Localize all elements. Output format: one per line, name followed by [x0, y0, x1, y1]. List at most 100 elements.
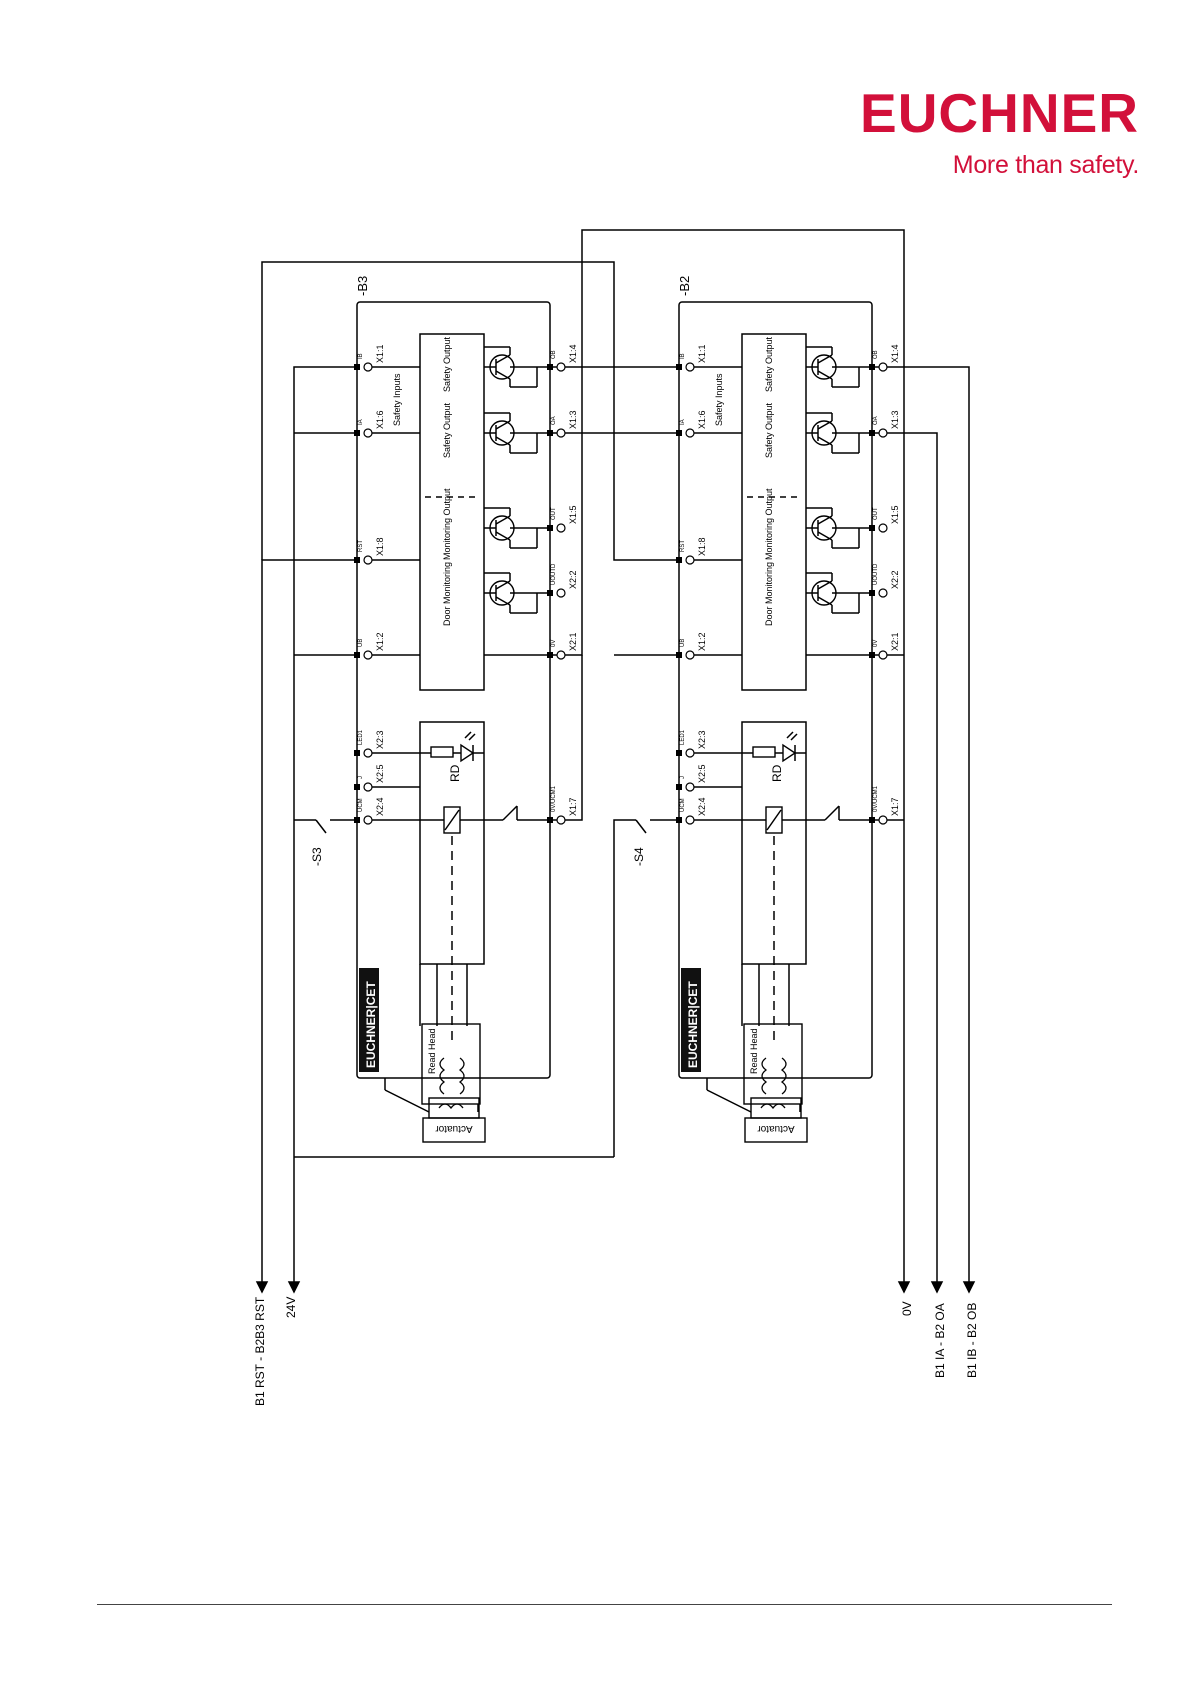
- read-head-coil: [780, 1057, 787, 1095]
- pin-terminal: [354, 750, 360, 756]
- read-head-box: [743, 1023, 803, 1105]
- pin-label: OUT: [551, 507, 557, 520]
- pin-label: 0V/UCM1: [551, 785, 557, 812]
- logic-block: [419, 333, 485, 691]
- safety-output-label: Safety Output: [764, 336, 774, 392]
- pin-terminal: [869, 652, 875, 658]
- pin-terminal: [676, 817, 682, 823]
- pin-terminal: [354, 364, 360, 370]
- footer-rule: [97, 1604, 1112, 1605]
- read-head-coil: [439, 1057, 446, 1095]
- wire-segment: [817, 354, 833, 364]
- pin-circle: [878, 650, 888, 660]
- device-id: -B3: [355, 276, 370, 296]
- pin-terminal: [354, 817, 360, 823]
- actuator-box: [422, 1117, 486, 1143]
- actuator-label: Actuator: [757, 1123, 795, 1134]
- terminal-label: X1:7: [568, 797, 578, 816]
- wire-segment: [468, 733, 476, 741]
- terminal-label: X1:7: [890, 797, 900, 816]
- safety-output-label: Safety Output: [442, 402, 452, 458]
- wire: [613, 819, 636, 1157]
- pin-label: IB: [680, 353, 686, 359]
- switch-label: -S3: [310, 847, 324, 866]
- terminal-label: X2:3: [697, 730, 707, 749]
- pin-circle: [556, 815, 566, 825]
- terminal-label: X2:4: [697, 797, 707, 816]
- wire: [293, 366, 357, 1292]
- read-head-label: Read Head: [427, 1028, 437, 1074]
- pin-circle: [363, 428, 373, 438]
- brand-name: EUCHNER: [860, 82, 1139, 144]
- pin-circle: [556, 650, 566, 660]
- pin-terminal: [547, 430, 553, 436]
- pin-circle: [556, 588, 566, 598]
- euchner-logo: EUCHNER More than safety.: [860, 86, 1139, 180]
- pin-circle: [685, 815, 695, 825]
- pin-label: IA: [680, 419, 686, 425]
- pin-label: UOUTD: [873, 563, 879, 585]
- led-icon: [460, 743, 475, 763]
- pin-circle: [363, 362, 373, 372]
- pin-label: 0V: [551, 640, 557, 647]
- pin-terminal: [547, 525, 553, 531]
- arrow-head: [962, 1281, 976, 1294]
- terminal-label: X2:1: [890, 632, 900, 651]
- wire-segment: [766, 809, 782, 831]
- pin-circle: [685, 555, 695, 565]
- actuator-coil-box: [428, 1097, 480, 1119]
- wire: [261, 261, 679, 561]
- transistor-icon: [806, 346, 860, 388]
- terminal-label: X2:3: [375, 730, 385, 749]
- pin: J X2:5: [354, 764, 385, 792]
- pin-label: J: [680, 776, 686, 779]
- wire-segment: [444, 809, 460, 831]
- cet-logo-box: [681, 968, 701, 1072]
- transistor-icon: [806, 412, 860, 454]
- pin-circle: [878, 428, 888, 438]
- pin-circle: [878, 588, 888, 598]
- pin-label: LED1: [358, 729, 364, 745]
- pin-circle: [556, 523, 566, 533]
- device-housing: [678, 301, 873, 1079]
- pin-label: UB: [680, 639, 686, 647]
- terminal-label: X1:2: [375, 632, 385, 651]
- signal-label-rst: B1 RST - B2B3 RST: [253, 1296, 267, 1406]
- pin-circle: [685, 650, 695, 660]
- terminal-label: X1:6: [697, 410, 707, 429]
- safety-inputs-label: Safety Inputs: [392, 373, 402, 426]
- signal-label-0v: 0V: [900, 1301, 914, 1316]
- terminal-label: X1:1: [697, 344, 707, 363]
- read-head-coil: [458, 1057, 465, 1095]
- wire-segment: [817, 370, 833, 380]
- actuator-coil-box: [750, 1097, 802, 1119]
- pin-label: OB: [551, 350, 557, 359]
- pin-terminal: [354, 430, 360, 436]
- pin-label: 0V: [873, 640, 879, 647]
- terminal-label: X2:2: [890, 570, 900, 589]
- wire-segment: [502, 805, 518, 821]
- terminal-label: X1:3: [890, 410, 900, 429]
- wire-segment: [635, 819, 647, 834]
- pin-terminal: [869, 817, 875, 823]
- pin: IA X1:6: [676, 410, 742, 438]
- pin-label: J: [358, 776, 364, 779]
- transistor-icon: [484, 412, 538, 454]
- terminal-label: X2:5: [375, 764, 385, 783]
- pin-label: OB: [873, 350, 879, 359]
- wire-segment: [817, 515, 833, 525]
- pin-circle: [685, 782, 695, 792]
